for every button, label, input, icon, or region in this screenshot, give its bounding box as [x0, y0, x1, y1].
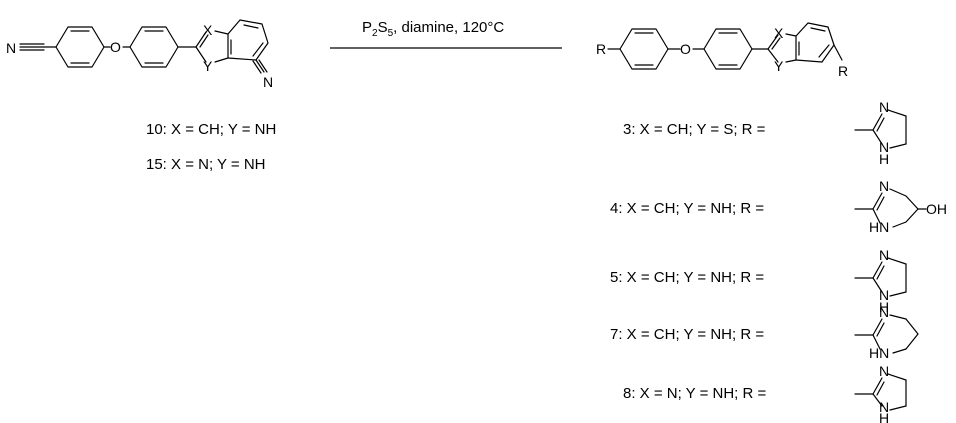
- svg-text:H: H: [879, 299, 889, 315]
- svg-text:N: N: [879, 399, 889, 415]
- reaction-conditions: P2S5, diamine, 120°C: [362, 19, 504, 39]
- svg-text:N: N: [879, 139, 889, 155]
- r-group-hydroxy-tetrahydropyrimidine-4: N HN OH: [854, 178, 947, 235]
- starting-material-label-15: 15: X = N; Y = NH: [146, 156, 266, 173]
- nitrile-n-left: N: [6, 40, 16, 56]
- r-group-imidazoline-3: N N H: [854, 99, 907, 167]
- r-group-imidazoline-5: N N H: [854, 247, 907, 315]
- product-r-left: R: [596, 41, 606, 57]
- svg-text:N: N: [879, 99, 889, 115]
- product-ring-x: X: [774, 25, 784, 41]
- ring-x-left: X: [203, 22, 213, 38]
- starting-material-structure: N O X Y N: [6, 19, 273, 90]
- svg-text:OH: OH: [926, 201, 947, 217]
- svg-text:N: N: [879, 363, 889, 379]
- svg-text:N: N: [879, 287, 889, 303]
- product-ether-o: O: [680, 41, 691, 57]
- ether-o-left: O: [110, 39, 121, 55]
- svg-text:N: N: [879, 247, 889, 263]
- product-label-4: 4: X = CH; Y = NH; R =: [610, 200, 764, 217]
- product-r-right: R: [838, 63, 848, 79]
- svg-text:HN: HN: [869, 345, 889, 361]
- ring-y-left: Y: [203, 58, 213, 74]
- r-group-imidazoline-8: N N H: [854, 363, 907, 423]
- starting-material-label-10: 10: X = CH; Y = NH: [146, 121, 276, 138]
- product-label-3: 3: X = CH; Y = S; R =: [623, 121, 766, 138]
- svg-text:HN: HN: [869, 219, 889, 235]
- svg-text:N: N: [879, 304, 889, 320]
- product-label-8: 8: X = N; Y = NH; R =: [623, 385, 767, 402]
- nitrile-n-right: N: [263, 74, 273, 90]
- svg-text:H: H: [879, 151, 889, 167]
- svg-text:H: H: [879, 410, 889, 423]
- product-ring-y: Y: [774, 58, 784, 74]
- r-group-tetrahydropyrimidine-7: N HN: [854, 304, 919, 361]
- product-label-5: 5: X = CH; Y = NH; R =: [610, 269, 764, 286]
- product-structure: R O X Y R: [596, 22, 848, 79]
- product-label-7: 7: X = CH; Y = NH; R =: [610, 326, 764, 343]
- svg-text:N: N: [879, 178, 889, 194]
